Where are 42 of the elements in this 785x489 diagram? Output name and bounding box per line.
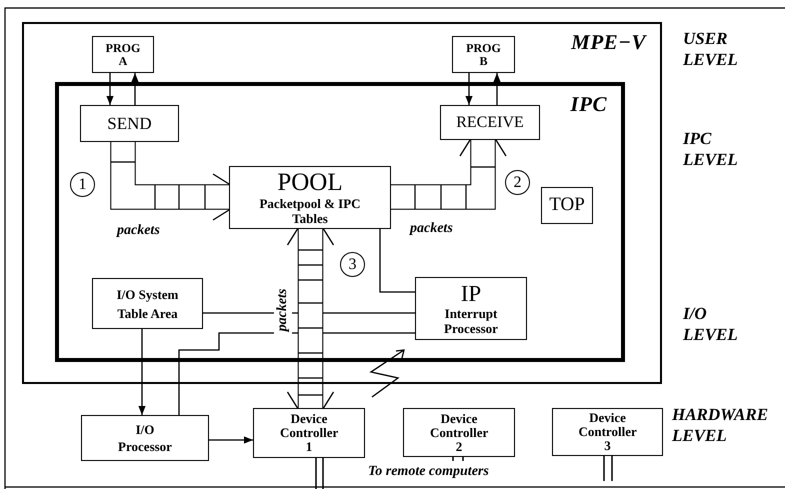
process-box [92,278,203,329]
process-box [81,415,209,461]
packet-queue [391,139,507,210]
box-title: TOP [549,193,585,218]
process-box [80,105,179,142]
frame-title: MPE−V [571,29,646,56]
arrow [493,73,501,105]
box-subtitle: Packetpool & IPC Tables [258,196,362,226]
ipc-frame [55,82,625,362]
process-box [541,187,593,224]
process-box [552,408,663,456]
system-frame [22,22,662,384]
packet-queue [286,228,334,409]
box-title: Device Controller 3 [578,411,636,453]
box-title: I/O Processor [118,421,172,455]
arrow [106,73,114,105]
arrow [465,73,473,105]
arrow [131,73,139,105]
process-box [452,36,515,73]
frame-title: IPC [570,91,607,118]
box-title: PROG B [466,42,501,68]
box-title: RECEIVE [456,112,524,132]
process-box [229,166,391,229]
box-title: Device Controller 2 [430,412,488,454]
callout-number: 2 [505,170,530,195]
arrow [138,329,146,415]
box-title: Device Controller 1 [280,412,338,454]
process-box [403,408,515,457]
box-title: IP [460,282,482,306]
process-box [440,105,540,140]
process-box [253,408,365,458]
arrow [209,436,253,444]
packet-queue [110,142,230,221]
box-subtitle: Interrupt Processor [444,306,498,336]
callout-number: 3 [340,252,365,277]
box-title: PROG A [106,42,140,68]
box-title: I/O System Table Area [116,286,180,322]
process-box [92,36,154,73]
box-title: POOL [277,170,343,196]
callout-number: 1 [70,172,95,197]
process-box [415,277,527,340]
box-title: SEND [107,112,152,135]
